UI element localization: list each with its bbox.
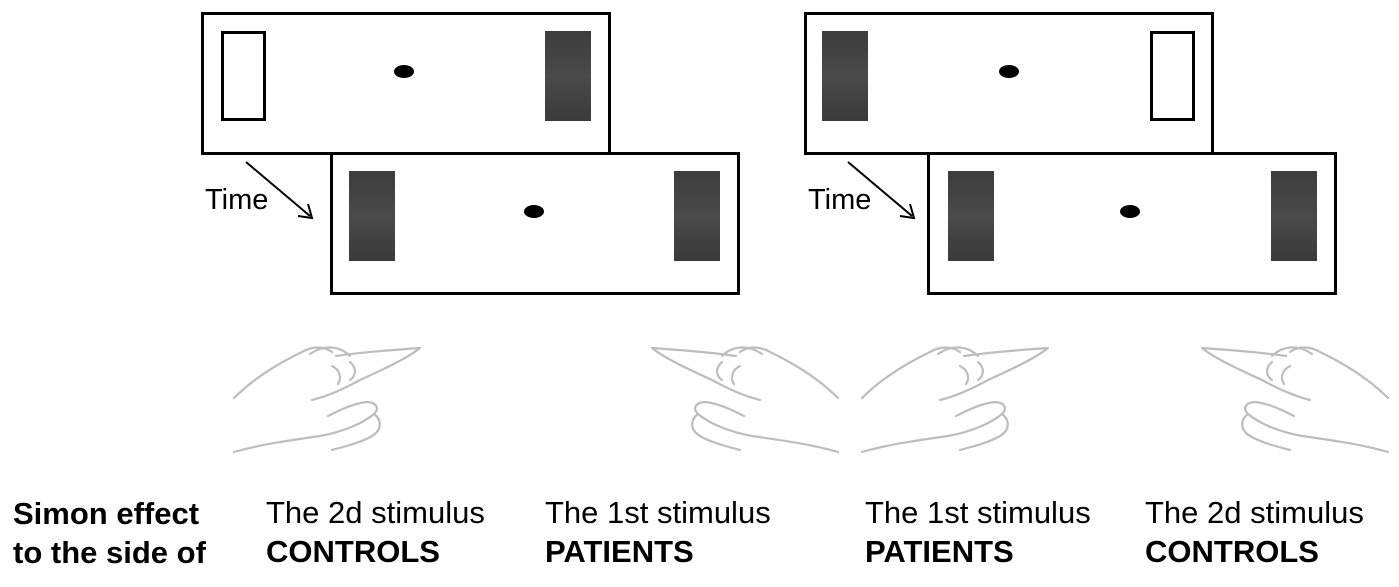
hand-pointing-left-icon bbox=[1200, 346, 1390, 454]
fixation-dot-icon bbox=[1120, 205, 1140, 218]
filled-box-right bbox=[1271, 171, 1317, 261]
second-screen-left bbox=[330, 152, 740, 295]
condition-label: The 1st stimulus PATIENTS bbox=[865, 494, 1091, 572]
condition-group: CONTROLS bbox=[1145, 533, 1319, 569]
filled-box-left bbox=[349, 171, 395, 261]
empty-box-left bbox=[221, 31, 266, 121]
condition-group: CONTROLS bbox=[266, 533, 440, 569]
condition-stimulus: The 2d stimulus bbox=[266, 495, 485, 530]
arrow-icon bbox=[245, 161, 314, 220]
time-label: Time bbox=[205, 184, 269, 216]
condition-label: The 1st stimulus PATIENTS bbox=[545, 494, 771, 572]
condition-label: The 2d stimulus CONTROLS bbox=[266, 494, 485, 572]
hand-pointing-right-icon bbox=[232, 346, 422, 454]
row-label-line2: to the side of bbox=[13, 535, 206, 571]
condition-stimulus: The 2d stimulus bbox=[1145, 495, 1364, 530]
time-label: Time bbox=[808, 184, 872, 216]
filled-box-left bbox=[822, 31, 868, 121]
empty-box-right bbox=[1150, 31, 1195, 121]
arrow-icon bbox=[847, 161, 916, 220]
first-screen-right bbox=[804, 12, 1214, 155]
filled-box-left bbox=[948, 171, 994, 261]
fixation-dot-icon bbox=[524, 205, 544, 218]
fixation-dot-icon bbox=[999, 65, 1019, 78]
hand-pointing-right-icon bbox=[860, 346, 1050, 454]
condition-label: The 2d stimulus CONTROLS bbox=[1145, 494, 1364, 572]
filled-box-right bbox=[545, 31, 591, 121]
filled-box-right bbox=[674, 171, 720, 261]
condition-group: PATIENTS bbox=[865, 533, 1014, 569]
condition-stimulus: The 1st stimulus bbox=[545, 495, 771, 530]
row-label-line1: Simon effect bbox=[13, 496, 200, 531]
condition-stimulus: The 1st stimulus bbox=[865, 495, 1091, 530]
row-label: Simon effect to the side of bbox=[13, 494, 206, 573]
second-screen-right bbox=[927, 152, 1337, 295]
condition-group: PATIENTS bbox=[545, 533, 694, 569]
first-screen-left bbox=[201, 12, 611, 155]
hand-pointing-left-icon bbox=[650, 346, 840, 454]
fixation-dot-icon bbox=[394, 65, 414, 78]
